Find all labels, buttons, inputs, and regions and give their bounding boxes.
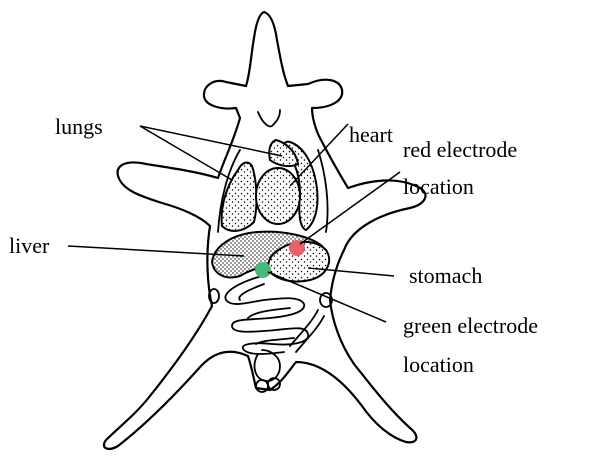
red-electrode-label-line2: location — [403, 174, 474, 199]
heart-label: heart — [349, 122, 393, 147]
heart-organ — [256, 168, 300, 224]
body-outline — [104, 12, 426, 449]
lungs-label: lungs — [55, 114, 103, 139]
stomach-label: stomach — [409, 263, 482, 288]
green-electrode-label-line1: green electrode — [403, 313, 538, 338]
red-electrode-label-line1: red electrode — [403, 137, 517, 162]
green-electrode — [255, 262, 271, 278]
liver-label: liver — [9, 233, 50, 258]
green-electrode-label-line2: location — [403, 352, 474, 377]
